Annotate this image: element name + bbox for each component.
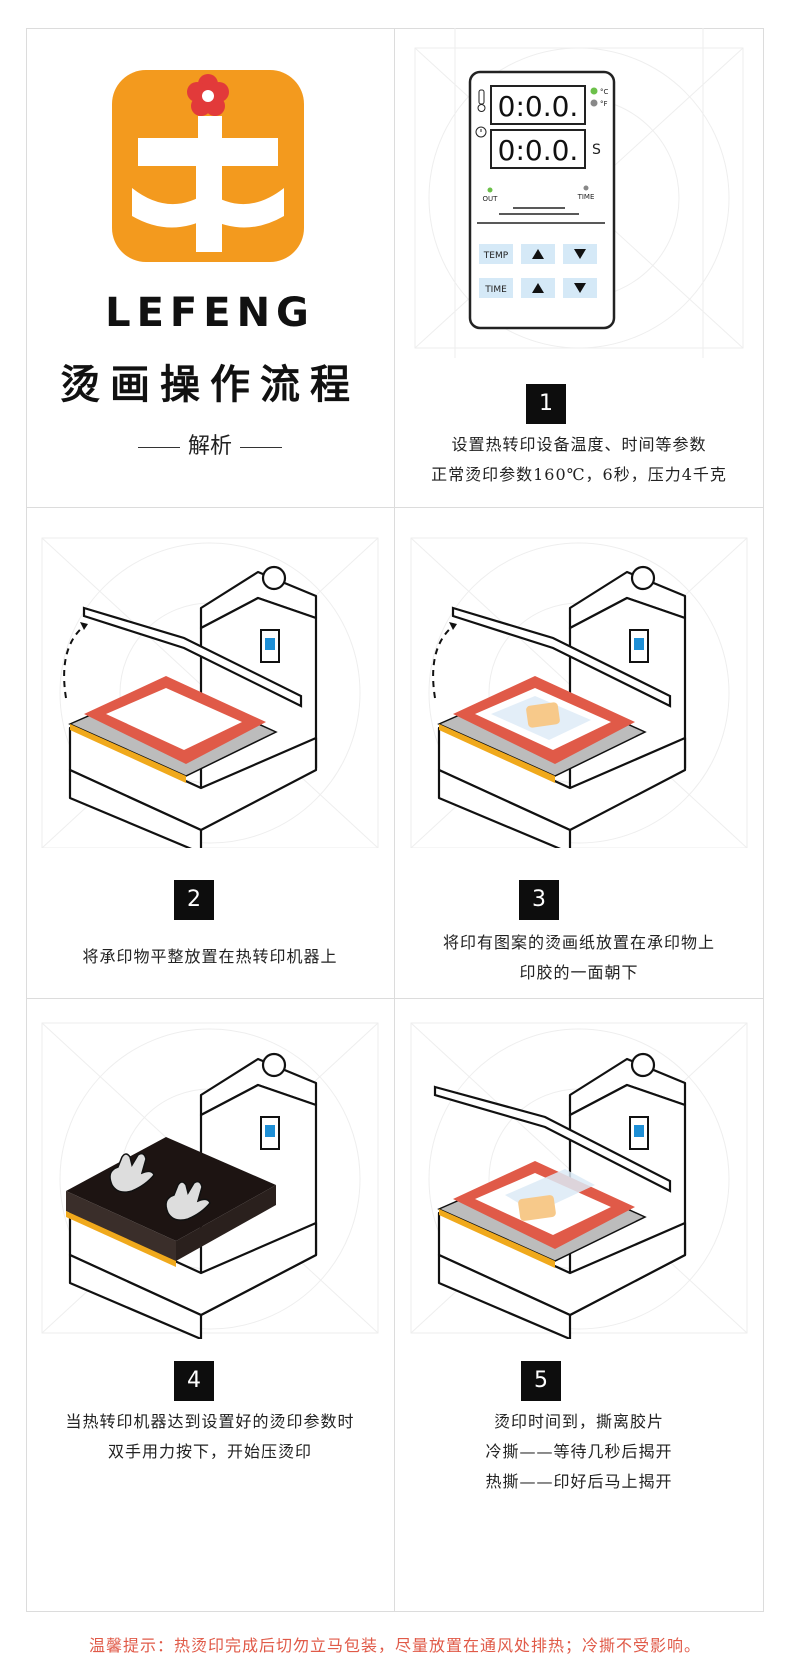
time-led xyxy=(583,185,589,191)
layout-grid xyxy=(26,28,764,1612)
arrow-up-icon xyxy=(532,283,544,293)
knob-icon xyxy=(630,565,656,591)
press-screen xyxy=(265,638,275,650)
unit-f: °F xyxy=(600,100,608,108)
step-2-panel: 2 将承印物平整放置在热转印机器上 xyxy=(26,508,394,998)
step-4-panel: 4 当热转印机器达到设置好的烫印参数时 双手用力按下，开始压烫印 xyxy=(26,999,394,1612)
step-number-badge: 3 xyxy=(519,880,559,920)
heat-press-closed-illustration xyxy=(41,1022,379,1339)
lefeng-logo xyxy=(112,70,304,262)
heat-press-open-illustration xyxy=(41,537,379,848)
clock-icon xyxy=(475,126,487,138)
grid-divider-vertical xyxy=(394,28,395,1612)
step-line: 热撕——印好后马上揭开 xyxy=(485,1472,673,1491)
step-line: 烫印时间到，撕离胶片 xyxy=(493,1412,664,1431)
control-panel-illustration: 0:0.0. 0:0.0. °C °F S OUT TIME TEMP TIME xyxy=(414,28,744,358)
arrow-up-icon xyxy=(532,249,544,259)
knob-icon xyxy=(261,1052,287,1078)
time-indicator-label: TIME xyxy=(577,193,595,201)
step-description: 将承印物平整放置在热转印机器上 xyxy=(26,942,394,972)
press-screen xyxy=(634,638,644,650)
step-number-badge: 1 xyxy=(526,384,566,424)
press-screen xyxy=(265,1125,275,1137)
step-3-panel: 3 将印有图案的烫画纸放置在承印物上 印胶的一面朝下 xyxy=(395,508,763,998)
lefeng-logo-faded xyxy=(526,702,560,728)
grid-divider-row1 xyxy=(26,507,764,508)
title-panel: LEFENG 烫画操作流程 解析 xyxy=(26,28,394,507)
out-label: OUT xyxy=(483,195,499,203)
arrow-down-icon xyxy=(574,249,586,259)
step-line: 当热转印机器达到设置好的烫印参数时 xyxy=(65,1412,355,1431)
step-line: 将承印物平整放置在热转印机器上 xyxy=(82,947,338,966)
step-description: 将印有图案的烫画纸放置在承印物上 印胶的一面朝下 xyxy=(395,928,763,988)
temp-display: 0:0.0. xyxy=(498,90,579,123)
step-5-panel: 5 烫印时间到，撕离胶片 冷撕——等待几秒后揭开 热撕——印好后马上揭开 xyxy=(395,999,763,1612)
step-number-badge: 5 xyxy=(521,1361,561,1401)
heat-press-peel-illustration xyxy=(410,1022,748,1339)
step-line: 正常烫印参数160℃，6秒，压力4千克 xyxy=(431,465,727,484)
knob-icon xyxy=(630,1052,656,1078)
press-screen xyxy=(634,1125,644,1137)
page-subtitle: 解析 xyxy=(26,428,394,460)
brand-name: LEFENG xyxy=(105,290,315,336)
step-line: 双手用力按下，开始压烫印 xyxy=(107,1442,312,1461)
fahrenheit-led xyxy=(590,99,598,107)
knob-icon xyxy=(261,565,287,591)
time-button-label: TIME xyxy=(484,285,507,295)
step-line: 设置热转印设备温度、时间等参数 xyxy=(451,435,707,454)
step-line: 冷撕——等待几秒后揭开 xyxy=(485,1442,673,1461)
step-number-badge: 4 xyxy=(174,1361,214,1401)
hand-icon xyxy=(109,1152,155,1193)
page-title: 烫画操作流程 xyxy=(60,361,360,408)
unit-c: °C xyxy=(600,88,609,96)
unit-seconds: S xyxy=(592,142,601,158)
hand-icon xyxy=(165,1180,211,1221)
time-button[interactable] xyxy=(479,278,513,298)
step-1-panel: 0:0.0. 0:0.0. °C °F S OUT TIME TEMP TIME… xyxy=(395,28,763,507)
flower-icon xyxy=(187,74,229,116)
grid-divider-row2 xyxy=(26,998,764,999)
step-description: 设置热转印设备温度、时间等参数 正常烫印参数160℃，6秒，压力4千克 xyxy=(395,430,763,490)
temp-button-label: TEMP xyxy=(483,251,509,261)
heat-press-with-transfer-illustration xyxy=(410,537,748,848)
thermometer-icon xyxy=(477,89,486,112)
step-number-badge: 2 xyxy=(174,880,214,920)
step-line: 将印有图案的烫画纸放置在承印物上 xyxy=(442,933,715,952)
celsius-led xyxy=(590,87,598,95)
step-description: 烫印时间到，撕离胶片 冷撕——等待几秒后揭开 热撕——印好后马上揭开 xyxy=(395,1407,763,1497)
arrow-down-icon xyxy=(574,283,586,293)
lefeng-logo-print xyxy=(518,1195,556,1221)
footer-tip: 温馨提示：热烫印完成后切勿立马包装，尽量放置在通风处排热；冷撕不受影响。 xyxy=(88,1636,701,1655)
time-display: 0:0.0. xyxy=(498,134,579,167)
step-description: 当热转印机器达到设置好的烫印参数时 双手用力按下，开始压烫印 xyxy=(26,1407,394,1467)
subtitle-text: 解析 xyxy=(187,434,232,459)
temp-button[interactable] xyxy=(479,244,513,264)
out-led xyxy=(487,187,493,193)
step-line: 印胶的一面朝下 xyxy=(519,963,639,982)
